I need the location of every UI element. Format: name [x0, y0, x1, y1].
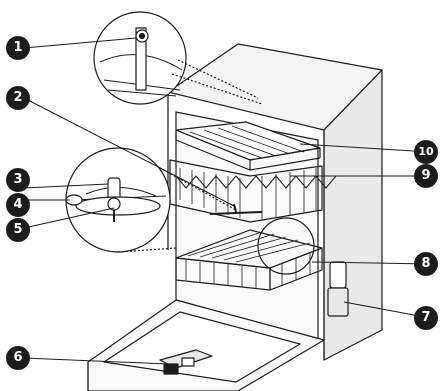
detail-circle-top [93, 11, 263, 105]
lower-basket [175, 229, 323, 291]
callout-5: 5 [6, 218, 30, 242]
callout-9: 9 [414, 164, 438, 188]
upper-basket [169, 159, 337, 223]
detail-circle-lower [65, 147, 237, 253]
cutlery-tray [175, 121, 321, 171]
callout-7: 7 [414, 306, 438, 330]
callout-8: 8 [414, 252, 438, 276]
callout-6: 6 [6, 346, 30, 370]
detergent-dispenser [159, 349, 213, 375]
callout-10: 10 [414, 140, 438, 164]
door [87, 299, 325, 391]
callout-2: 2 [6, 86, 30, 110]
detail-circle-basket [257, 217, 315, 275]
upper-spray-arm [209, 203, 263, 215]
filter-assembly [327, 261, 349, 317]
callout-1: 1 [6, 36, 30, 60]
callout-4-visible: 4 [6, 193, 30, 217]
callout-3: 3 [6, 168, 30, 192]
leader-lines [23, 37, 431, 365]
